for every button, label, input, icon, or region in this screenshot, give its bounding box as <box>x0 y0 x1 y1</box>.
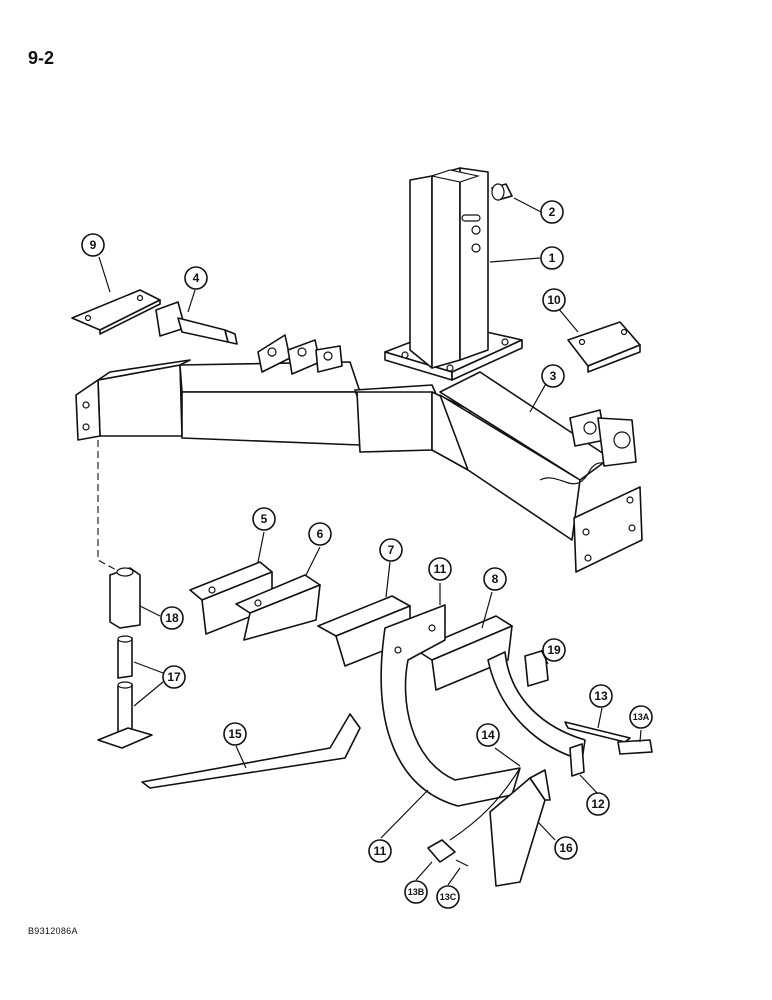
svg-text:16: 16 <box>559 841 573 855</box>
svg-text:11: 11 <box>434 562 447 576</box>
callout-16: 16 <box>554 836 578 860</box>
svg-text:13: 13 <box>594 689 608 703</box>
svg-text:15: 15 <box>228 727 242 741</box>
bushing <box>491 183 513 201</box>
mast <box>384 167 523 381</box>
callout-12: 12 <box>586 792 610 816</box>
stand-assembly <box>97 567 153 749</box>
svg-text:3: 3 <box>550 369 557 383</box>
svg-text:14: 14 <box>481 728 495 742</box>
svg-text:12: 12 <box>591 797 605 811</box>
page-number: 9-2 <box>28 48 55 68</box>
callout-14: 14 <box>476 723 500 747</box>
callout-15: 15 <box>223 722 247 746</box>
callout-4: 4 <box>184 266 208 290</box>
hitch-reference-line <box>97 440 121 573</box>
svg-text:5: 5 <box>261 512 268 526</box>
svg-text:7: 7 <box>388 543 395 557</box>
callout-13a: 13A <box>629 705 653 729</box>
callout-6: 6 <box>308 522 332 546</box>
callout-11-top: 11 <box>428 557 452 581</box>
svg-text:18: 18 <box>165 611 179 625</box>
callout-10: 10 <box>542 288 566 312</box>
shank <box>380 604 521 807</box>
svg-text:2: 2 <box>549 205 556 219</box>
callout-2: 2 <box>540 200 564 224</box>
brackets-5-6 <box>189 561 321 641</box>
svg-text:19: 19 <box>547 643 561 657</box>
svg-text:8: 8 <box>492 572 499 586</box>
pin <box>155 301 238 345</box>
svg-text:13B: 13B <box>408 887 425 897</box>
callout-9: 9 <box>81 233 105 257</box>
svg-text:13C: 13C <box>440 892 457 902</box>
callout-13c: 13C <box>436 885 460 909</box>
callout-17: 17 <box>162 665 186 689</box>
callout-18: 18 <box>160 606 184 630</box>
callout-8: 8 <box>483 567 507 591</box>
sweep-arm <box>141 713 361 789</box>
leader-lines <box>98 197 642 886</box>
callout-13b: 13B <box>404 880 428 904</box>
sweep <box>564 721 653 755</box>
main-frame <box>75 334 643 573</box>
standard <box>489 769 551 887</box>
callout-7: 7 <box>379 538 403 562</box>
callout-11-bottom: 11 <box>368 839 392 863</box>
svg-text:11: 11 <box>374 844 387 858</box>
svg-text:10: 10 <box>547 293 561 307</box>
svg-text:17: 17 <box>167 670 181 684</box>
svg-text:4: 4 <box>193 271 200 285</box>
figure-code: B9312086A <box>28 926 78 936</box>
plate-10 <box>567 321 641 373</box>
callout-19: 19 <box>542 638 566 662</box>
svg-text:13A: 13A <box>633 712 650 722</box>
callout-13: 13 <box>589 684 613 708</box>
svg-text:6: 6 <box>317 527 324 541</box>
svg-text:9: 9 <box>90 238 97 252</box>
callout-3: 3 <box>541 364 565 388</box>
callout-1: 1 <box>540 246 564 270</box>
plate-9 <box>71 289 161 335</box>
point <box>427 767 521 867</box>
svg-text:1: 1 <box>549 251 556 265</box>
spring-shank <box>487 649 586 777</box>
callout-5: 5 <box>252 507 276 531</box>
